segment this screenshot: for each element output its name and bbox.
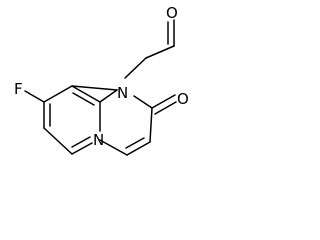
ring-carbonyl-oxygen-label: O [177, 90, 189, 108]
aldehyde-oxygen-label: O [166, 4, 178, 22]
bond-ch2-cho [145, 45, 175, 59]
bond-c2-o-double [154, 101, 177, 115]
ring-nitrogen-1-label: N [117, 84, 128, 102]
ring-nitrogen-5-label: N [93, 131, 104, 149]
bond-c2-o [151, 94, 176, 109]
bond-n1-ch2 [124, 57, 147, 79]
bond-n5-c6 [71, 142, 93, 155]
bond-c8-f [24, 90, 45, 103]
bond-n1-c2 [133, 95, 153, 109]
bond-c8a-c4a-double [72, 92, 95, 106]
bond-c8a-c4a [71, 85, 101, 103]
bond-c4a-c8a-link [99, 89, 118, 103]
bond-c8a-n1 [71, 85, 118, 91]
bond-c8-c8a [43, 85, 73, 103]
bond-c3-c4 [126, 141, 151, 156]
molecule-diagram: F N N O O [14, 4, 189, 156]
fluorine-label: F [14, 80, 23, 98]
bond-c2-c3 [149, 107, 153, 143]
bond-n5-c6-double [71, 136, 91, 148]
bond-c6-c7 [43, 127, 73, 155]
bond-c3-c4-double [125, 137, 145, 149]
bond-c4-c4a [99, 139, 128, 156]
structure-canvas: F N N O O [14, 4, 189, 156]
